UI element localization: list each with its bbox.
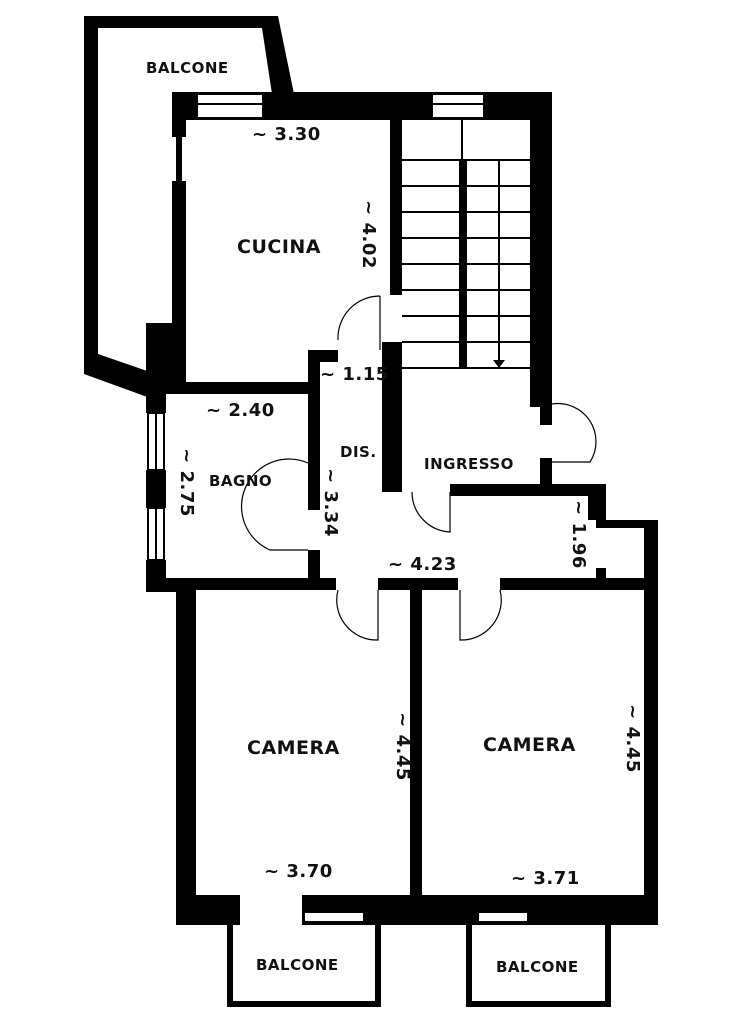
dimension-cucina-depth: ~ 4.02: [357, 200, 379, 269]
dimension-cucina-width: ~ 3.30: [252, 124, 321, 145]
bottom-balconies: [227, 925, 611, 1007]
dimension-ingresso-depth: ~ 1.96: [567, 500, 589, 569]
balcony-top-outline: [84, 16, 294, 398]
windows: [147, 93, 529, 923]
room-label-balcone-bottom-left: BALCONE: [256, 956, 339, 974]
room-label-cucina: CUCINA: [237, 236, 321, 258]
interior-walls: [160, 120, 658, 908]
room-label-balcone-top: BALCONE: [146, 59, 229, 77]
room-label-dis: DIS.: [340, 443, 377, 461]
door-swings: [240, 295, 597, 641]
dimension-camera-right-width: ~ 3.71: [511, 868, 580, 889]
dimension-bagno-width: ~ 2.40: [206, 400, 275, 421]
dimension-bagno-depth: ~ 2.75: [175, 448, 197, 517]
exterior-walls: [146, 92, 658, 925]
dimension-dis-depth: ~ 3.34: [319, 468, 341, 537]
room-label-balcone-bottom-right: BALCONE: [496, 958, 579, 976]
dimension-dis-width: ~ 1.15: [320, 364, 389, 385]
room-label-ingresso: INGRESSO: [424, 455, 514, 473]
dimension-camera-right-depth: ~ 4.45: [621, 704, 643, 773]
room-label-camera-left: CAMERA: [247, 737, 340, 759]
room-label-bagno: BAGNO: [209, 472, 273, 490]
dimension-camera-left-width: ~ 3.70: [264, 861, 333, 882]
room-label-camera-right: CAMERA: [483, 734, 576, 756]
dimension-corridor-width: ~ 4.23: [388, 554, 457, 575]
staircase: [402, 120, 530, 369]
dimension-camera-left-depth: ~ 4.45: [391, 712, 413, 781]
